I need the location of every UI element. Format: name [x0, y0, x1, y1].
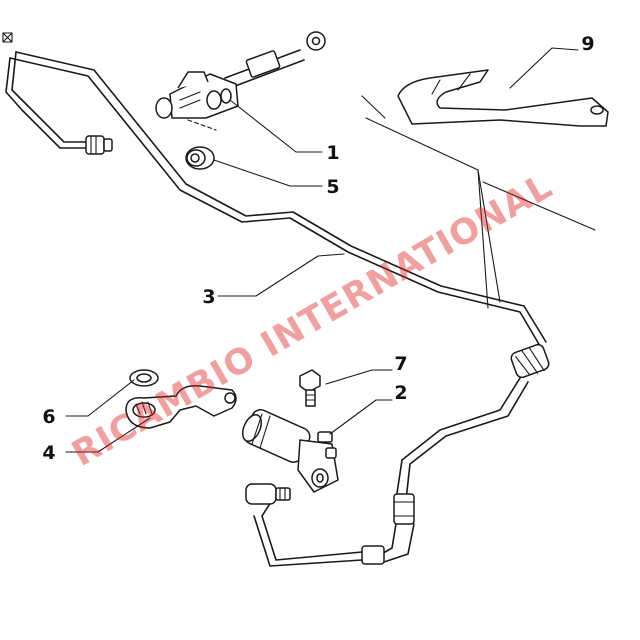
clutch-pipe: [5, 51, 550, 567]
callout-3: 3: [202, 286, 215, 308]
watermark-text: RICAMBIO INTERNATIONAL: [66, 166, 560, 474]
callout-2: 2: [394, 382, 407, 404]
clutch-slave-cylinder: [241, 409, 339, 493]
callout-6: 6: [42, 406, 55, 428]
bolt: [299, 369, 321, 407]
washer: [129, 369, 159, 387]
corner-mark: [2, 32, 13, 43]
clutch-master-cylinder: [155, 31, 326, 131]
leader-lines: [65, 47, 579, 453]
callout-1: 1: [326, 142, 339, 164]
callout-5: 5: [326, 176, 339, 198]
pipe-bracket: [397, 69, 609, 127]
callout-7: 7: [394, 353, 407, 375]
pipe-grommet: [185, 146, 215, 170]
pipe-clip-bracket: [125, 384, 237, 429]
body-panel-outline: [361, 95, 596, 309]
callout-9: 9: [581, 33, 594, 55]
callout-labels: 1 2 3 4 5 6 7 9: [42, 33, 594, 464]
callout-4: 4: [42, 442, 55, 464]
